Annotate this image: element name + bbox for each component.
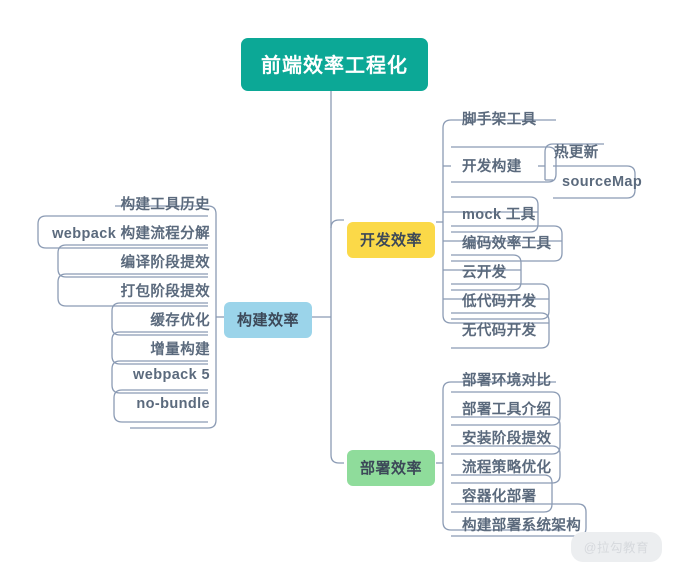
leaf-sourcemap[interactable]: sourceMap (562, 174, 643, 190)
leaf-deploy-env-compare[interactable]: 部署环境对比 (462, 373, 552, 389)
leaf-no-bundle[interactable]: no-bundle (136, 396, 210, 412)
branch-node-dev[interactable]: 开发效率 (347, 222, 436, 258)
branch-node-deploy[interactable]: 部署效率 (347, 450, 436, 486)
leaf-cloud-dev[interactable]: 云开发 (462, 265, 507, 281)
leaf-container-deploy[interactable]: 容器化部署 (462, 489, 537, 505)
leaf-dev-build[interactable]: 开发构建 (462, 159, 522, 175)
leaf-low-code-dev[interactable]: 低代码开发 (462, 294, 537, 310)
leaf-scaffold-tool[interactable]: 脚手架工具 (462, 112, 537, 128)
leaf-bundle-stage[interactable]: 打包阶段提效 (120, 284, 210, 300)
leaf-webpack-5[interactable]: webpack 5 (133, 367, 210, 383)
leaf-hot-reload[interactable]: 热更新 (554, 145, 599, 161)
leaf-build-deploy-architecture[interactable]: 构建部署系统架构 (462, 518, 582, 534)
leaf-compile-stage[interactable]: 编译阶段提效 (120, 255, 210, 271)
root-node[interactable]: 前端效率工程化 (241, 38, 428, 91)
watermark: @拉勾教育 (570, 532, 662, 562)
leaf-process-strategy[interactable]: 流程策略优化 (462, 460, 552, 476)
leaf-no-code-dev[interactable]: 无代码开发 (462, 323, 537, 339)
leaf-deploy-tools-intro[interactable]: 部署工具介绍 (462, 402, 552, 418)
leaf-webpack-flow[interactable]: webpack 构建流程分解 (52, 226, 210, 242)
branch-node-build[interactable]: 构建效率 (224, 302, 313, 338)
leaf-incremental-build[interactable]: 增量构建 (150, 342, 210, 358)
leaf-mock-tool[interactable]: mock 工具 (462, 207, 536, 223)
leaf-build-tool-history[interactable]: 构建工具历史 (120, 197, 210, 213)
leaf-cache-optimization[interactable]: 缓存优化 (150, 313, 210, 329)
leaf-install-stage[interactable]: 安装阶段提效 (462, 431, 552, 447)
leaf-coding-efficiency-tool[interactable]: 编码效率工具 (462, 236, 552, 252)
